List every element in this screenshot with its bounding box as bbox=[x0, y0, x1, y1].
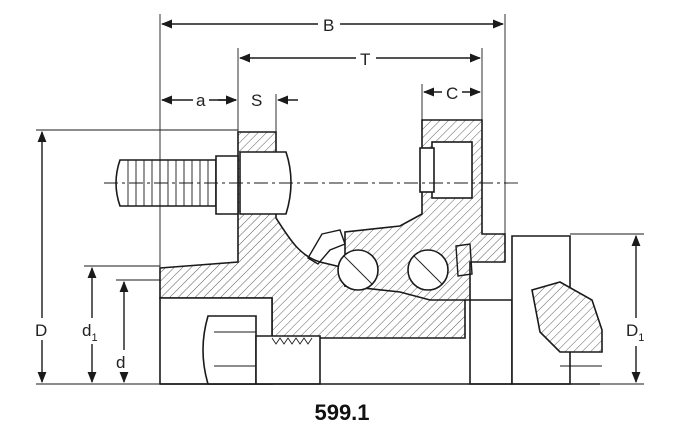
dim-D1-label: D1 bbox=[626, 321, 644, 344]
hub-flange bbox=[159, 131, 466, 339]
cv-housing bbox=[531, 281, 603, 353]
outer-bolt-hole bbox=[431, 141, 473, 199]
axle-shaft bbox=[255, 335, 321, 385]
dim-B-label: B bbox=[323, 16, 334, 35]
cv-joint bbox=[469, 299, 513, 385]
dim-a-label: a bbox=[196, 91, 206, 110]
figure-caption: 599.1 bbox=[314, 400, 370, 425]
dim-d-label: d bbox=[116, 353, 125, 372]
dim-T-label: T bbox=[360, 50, 370, 69]
dim-D-label: D bbox=[35, 321, 47, 340]
outer-bolt-shoulder bbox=[419, 147, 435, 193]
seal-right bbox=[455, 243, 473, 277]
seal bbox=[307, 229, 346, 265]
dim-C-label: C bbox=[446, 84, 458, 103]
dim-S-label: S bbox=[251, 91, 262, 110]
dim-d1-label: d1 bbox=[82, 321, 98, 344]
axle-thread bbox=[271, 337, 313, 345]
wheel-bolt-body bbox=[215, 155, 239, 215]
axle-nut bbox=[202, 315, 257, 385]
